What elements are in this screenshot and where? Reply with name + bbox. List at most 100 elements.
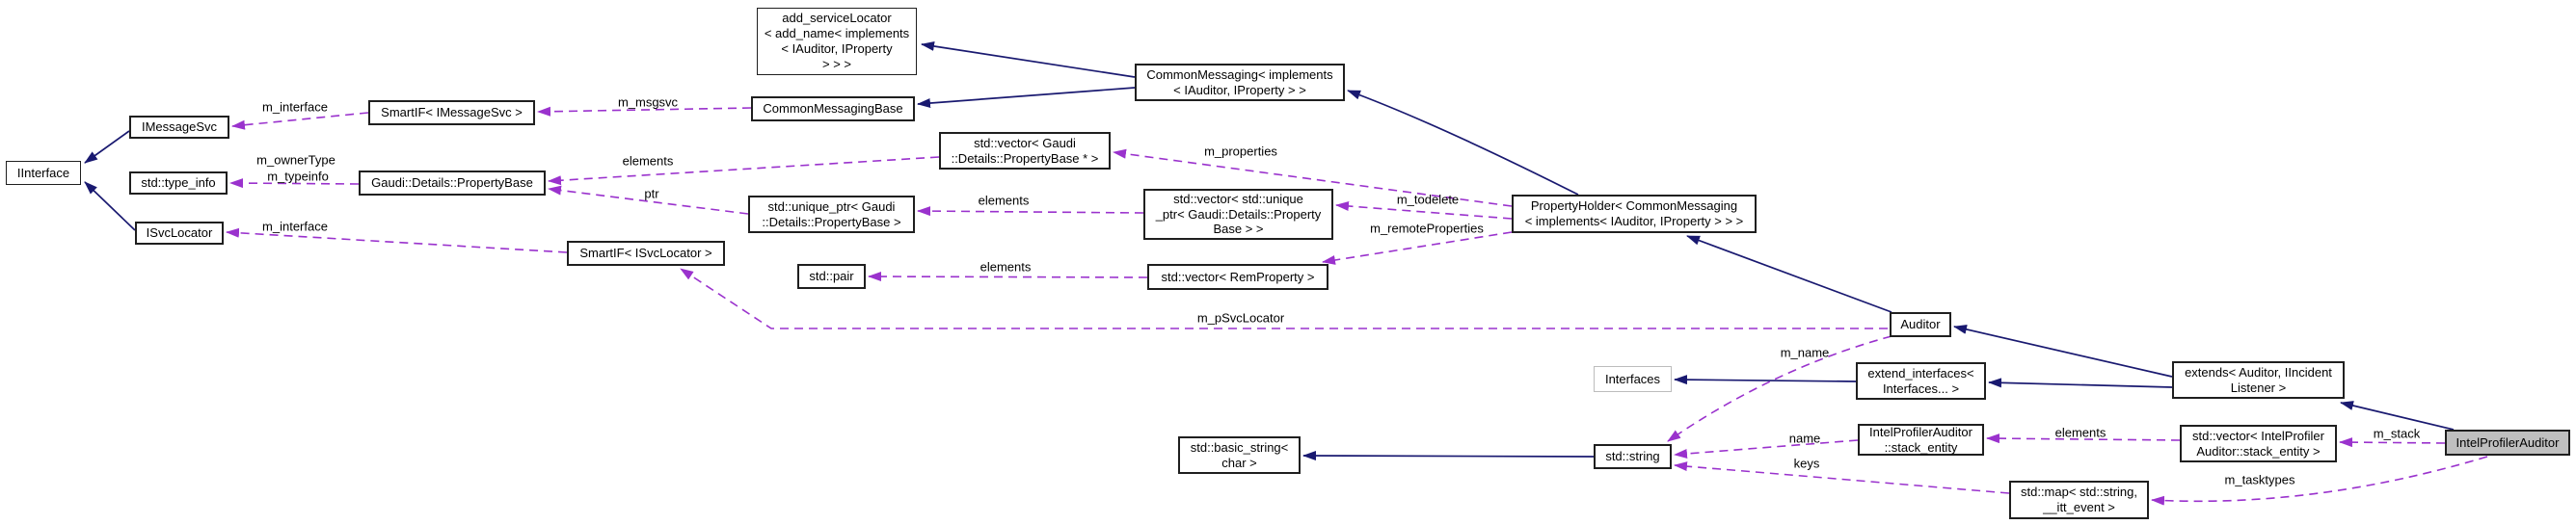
propertybase-to-typeinfo-label: m_ownerType [256, 152, 335, 168]
class-node-vector-remproperty[interactable]: std::vector< RemProperty > [1147, 264, 1328, 290]
propertyholder-to-vector-uniqueptr-label: m_todelete [1396, 192, 1460, 207]
propertyholder-to-vector-propertybase-edge [1113, 148, 1513, 207]
smartif-imessagesvc-to-imessagesvc-edge [231, 112, 369, 130]
class-node-std-basic-string[interactable]: std::basic_string<char > [1178, 436, 1301, 474]
class-node-label: SmartIF< ISvcLocator > [579, 246, 712, 261]
vector-remproperty-to-pair-edge [868, 272, 1148, 282]
class-node-std-type-info[interactable]: std::type_info [129, 171, 228, 195]
propertyholder-to-vector-remproperty-label: m_remoteProperties [1370, 221, 1484, 236]
auditor-to-smartif-isvclocator-label: m_pSvcLocator [1196, 310, 1285, 326]
class-node-label: add_serviceLocator [782, 11, 892, 26]
class-node-intelprofilerauditor[interactable]: IntelProfilerAuditor [2445, 430, 2570, 456]
class-node-commonmessaging[interactable]: CommonMessaging< implements< IAuditor, I… [1135, 64, 1345, 101]
smartif-isvclocator-to-isvclocator-edge [226, 227, 568, 253]
class-node-std-string[interactable]: std::string [1594, 444, 1672, 469]
extend-interfaces-to-interfaces-edge [1674, 375, 1857, 385]
class-node-add-servicelocator[interactable]: add_serviceLocator< add_name< implements… [757, 8, 917, 75]
class-node-label: std::map< std::string, [2020, 485, 2138, 500]
class-node-label: Auditor [1900, 317, 1941, 332]
vector-stackentity-to-stackentity-edge [1986, 433, 2181, 444]
class-node-label: std::vector< IntelProfiler [2192, 428, 2324, 443]
commonmessagingbase-to-smartif-label: m_msgsvc [617, 94, 679, 110]
propertyholder-to-vector-propertybase-label: m_properties [1204, 144, 1277, 159]
vector-propertybase-to-propertybase-label: elements [622, 153, 674, 169]
class-node-label: __itt_event > [2043, 500, 2115, 514]
extends-to-extend-interfaces-edge [1988, 378, 2173, 388]
class-node-label: IntelProfilerAuditor [2455, 434, 2560, 450]
class-node-label: std::type_info [141, 175, 216, 191]
class-node-label: Listener > [2230, 380, 2287, 395]
class-node-label: SmartIF< IMessageSvc > [381, 105, 523, 120]
class-node-smartif-imessagesvc[interactable]: SmartIF< IMessageSvc > [368, 100, 535, 125]
uniqueptr-to-propertybase-label: ptr [644, 186, 659, 201]
class-node-label: < IAuditor, IProperty > > [1173, 82, 1306, 97]
class-node-label: < implements< IAuditor, IProperty > > > [1524, 214, 1744, 228]
class-node-label: < add_name< implements [764, 26, 910, 41]
map-to-stdstring-edge [1674, 461, 2010, 494]
class-node-unique-ptr-propertybase[interactable]: std::unique_ptr< Gaudi::Details::Propert… [748, 196, 915, 233]
class-node-std-pair[interactable]: std::pair [797, 264, 866, 289]
class-node-isvclocator[interactable]: ISvcLocator [135, 222, 224, 245]
class-node-label: ::Details::PropertyBase > [762, 214, 901, 229]
class-node-label: IInterface [16, 165, 70, 180]
class-node-label: std::vector< std::unique [1173, 191, 1303, 206]
class-node-interfaces[interactable]: Interfaces [1594, 366, 1672, 392]
smartif-isvclocator-to-isvclocator-label: m_interface [262, 219, 328, 234]
class-node-label: IntelProfilerAuditor [1869, 424, 1972, 439]
stdstring-to-basicstring-edge [1302, 451, 1595, 461]
class-node-label: CommonMessaging< implements [1146, 66, 1333, 82]
vector-propertybase-to-propertybase-edge [548, 156, 940, 186]
class-node-iinterface[interactable]: IInterface [6, 161, 81, 185]
class-node-vector-propertybase-ptr[interactable]: std::vector< Gaudi::Details::PropertyBas… [939, 132, 1111, 170]
class-node-label: std::pair [809, 269, 854, 284]
propertybase-to-typeinfo-label: m_typeinfo [267, 169, 329, 184]
class-node-commonmessagingbase[interactable]: CommonMessagingBase [751, 96, 915, 121]
auditor-to-propertyholder-edge [1686, 235, 1892, 313]
propertyholder-to-vector-remproperty-edge [1322, 231, 1513, 265]
stackentity-to-stdstring-edge [1674, 439, 1859, 459]
class-node-label: Auditor::stack_entity > [2196, 443, 2321, 459]
propertyholder-to-commonmessaging-edge [1347, 90, 1579, 196]
vector-stackentity-to-stackentity-label: elements [2054, 425, 2106, 440]
class-node-label: Gaudi::Details::PropertyBase [371, 175, 533, 191]
class-node-propertyholder[interactable]: PropertyHolder< CommonMessaging< impleme… [1512, 195, 1757, 233]
class-node-label: std::vector< Gaudi [974, 135, 1076, 150]
class-node-smartif-isvclocator[interactable]: SmartIF< ISvcLocator > [567, 241, 725, 266]
commonmessaging-to-add-servicelocator-edge [921, 41, 1136, 78]
intelprofilerauditor-to-extends-edge [2340, 401, 2455, 431]
extends-to-auditor-edge [1953, 325, 2173, 378]
vector-remproperty-to-pair-label: elements [979, 259, 1032, 275]
class-node-label: ISvcLocator [146, 225, 213, 241]
class-node-label: ::Details::PropertyBase * > [951, 150, 1099, 166]
class-node-extend-interfaces[interactable]: extend_interfaces<Interfaces... > [1856, 362, 1986, 400]
intelprofilerauditor-to-vector-stackentity-label: m_stack [2373, 426, 2421, 441]
class-node-label: Interfaces... > [1882, 381, 1960, 396]
class-node-label: extend_interfaces< [1867, 365, 1974, 381]
class-node-label: std::unique_ptr< Gaudi [767, 198, 896, 214]
class-node-label: ::stack_entity [1884, 439, 1958, 455]
class-node-label: std::string [1605, 449, 1660, 464]
class-node-imessagesvc[interactable]: IMessageSvc [129, 116, 229, 139]
imessagesvc-to-iinterface-edge [84, 130, 130, 164]
class-node-gaudi-details-propertybase[interactable]: Gaudi::Details::PropertyBase [359, 171, 546, 196]
class-node-auditor[interactable]: Auditor [1890, 312, 1951, 337]
intelprofilerauditor-to-vector-stackentity-edge [2339, 437, 2446, 448]
class-node-label: std::vector< RemProperty > [1161, 269, 1315, 284]
class-node-label: Base > > [1213, 222, 1264, 237]
map-to-stdstring-label: keys [1793, 456, 1820, 471]
uniqueptr-to-propertybase-edge [548, 185, 749, 215]
class-node-label: char > [1221, 455, 1257, 470]
class-node-stack-entity[interactable]: IntelProfilerAuditor::stack_entity [1858, 424, 1984, 456]
auditor-to-smartif-isvclocator-edge [680, 268, 1888, 329]
class-node-label: > > > [822, 56, 851, 71]
intelprofilerauditor-to-map-label: m_tasktypes [2224, 472, 2295, 487]
class-node-label: CommonMessagingBase [763, 101, 903, 117]
class-node-std-map-itt-event[interactable]: std::map< std::string,__itt_event > [2009, 481, 2149, 519]
class-node-label: _ptr< Gaudi::Details::Property [1155, 206, 1322, 222]
propertybase-to-typeinfo-edge [229, 178, 360, 189]
class-node-vector-unique-ptr[interactable]: std::vector< std::unique_ptr< Gaudi::Det… [1143, 189, 1333, 240]
